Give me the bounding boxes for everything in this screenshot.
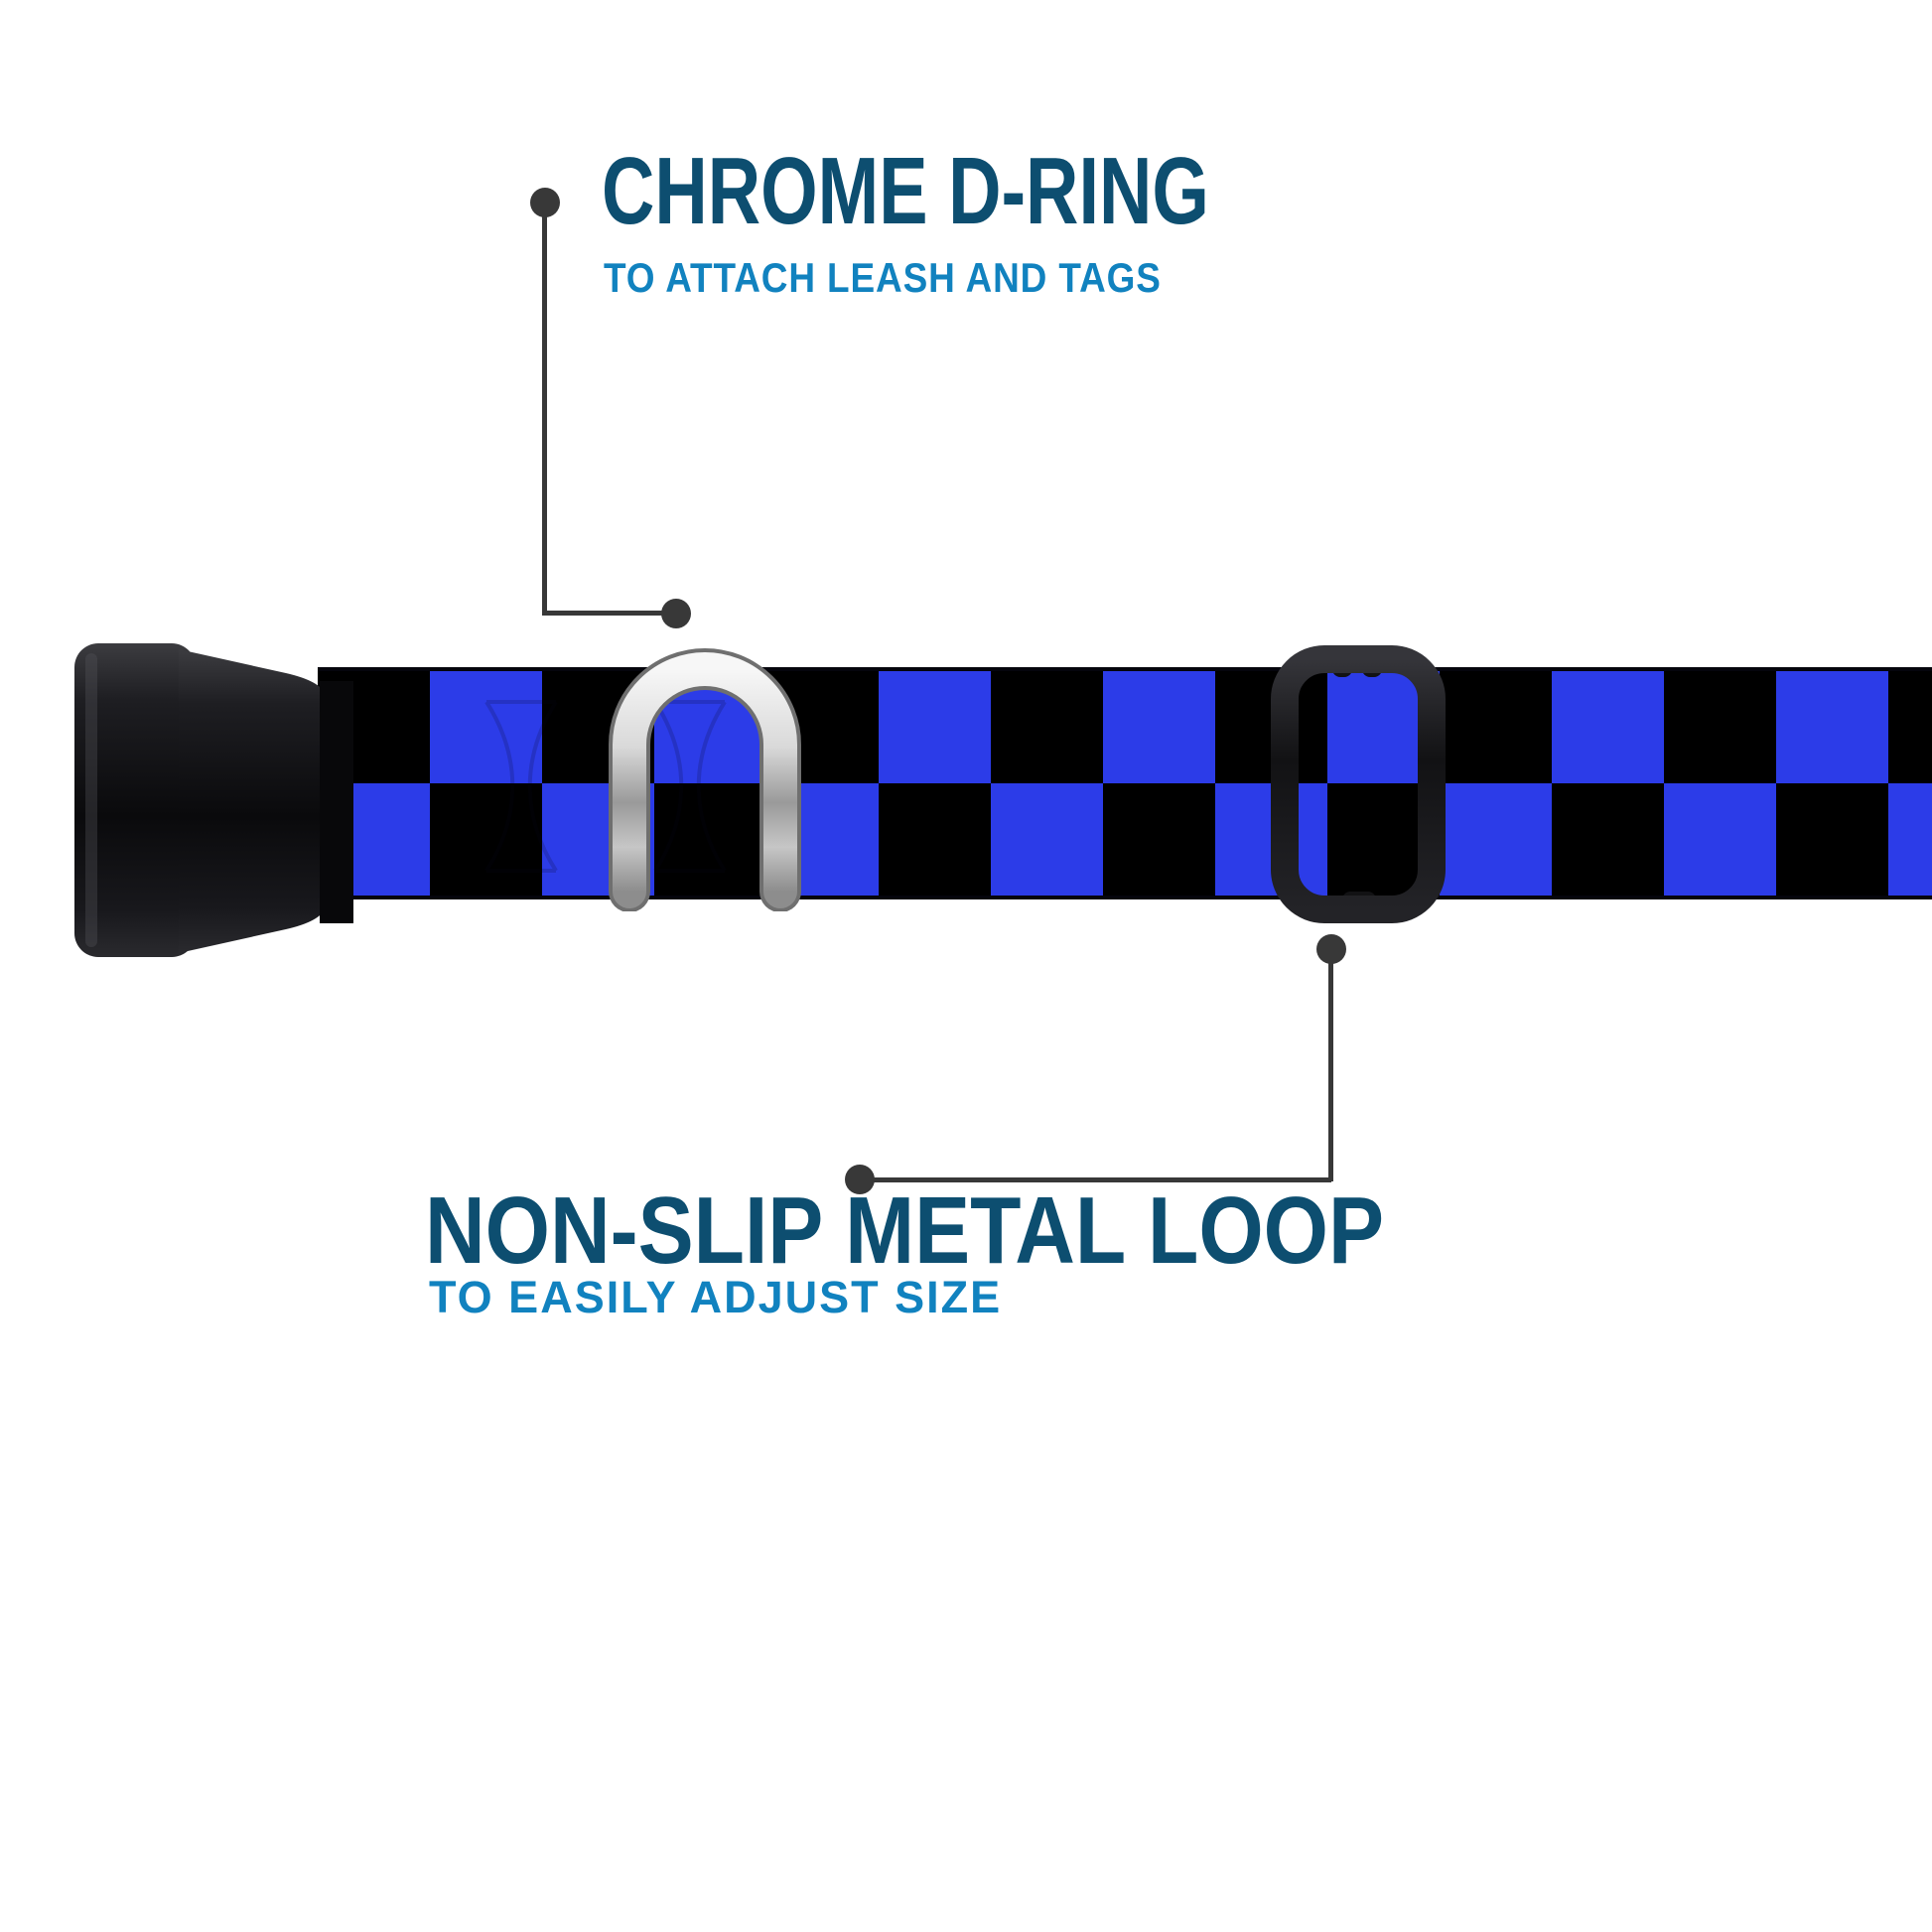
adjuster-frame	[1271, 645, 1446, 923]
callout-line-loop-horizontal	[860, 1177, 1331, 1182]
callout-line-dring-horizontal	[545, 611, 676, 616]
checkered-webbing-pattern	[318, 671, 1932, 896]
d-ring-metal	[613, 652, 797, 908]
non-slip-metal-loop-adjuster	[1271, 645, 1446, 923]
dring-callout-subtitle: TO ATTACH LEASH AND TAGS	[604, 254, 1162, 301]
buckle-housing	[179, 649, 326, 953]
loop-callout-subtitle: TO EASILY ADJUST SIZE	[429, 1272, 1003, 1322]
callout-line-loop-vertical	[1328, 947, 1333, 1181]
buckle-left-cap	[74, 643, 196, 957]
plastic-side-release-buckle	[74, 643, 353, 957]
callout-dot-loop-target-end	[1316, 934, 1346, 964]
chrome-d-ring	[609, 648, 801, 911]
buckle-webbing-slot	[320, 681, 353, 923]
callout-dot-loop-label-end	[845, 1165, 875, 1194]
callout-line-dring-vertical	[542, 201, 547, 616]
buckle-highlight	[85, 653, 97, 947]
callout-dot-dring-label-end	[530, 188, 560, 217]
dring-callout-title: CHROME D-RING	[602, 138, 1209, 244]
loop-callout-title: NON-SLIP METAL LOOP	[425, 1177, 1385, 1284]
strap-watermark	[484, 700, 727, 873]
callout-dot-dring-target-end	[661, 599, 691, 628]
collar-strap	[318, 667, 1932, 899]
